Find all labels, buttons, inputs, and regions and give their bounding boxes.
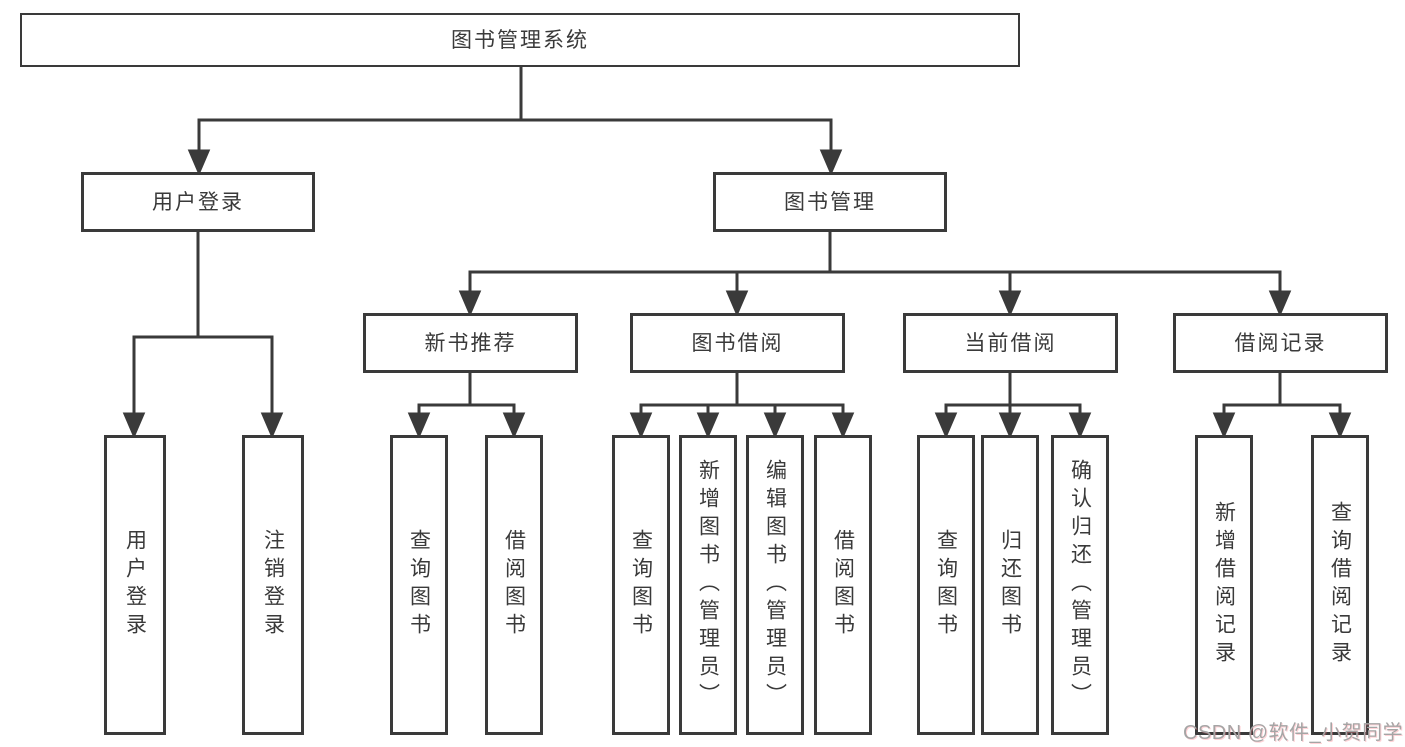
- node-label: 新书推荐: [424, 331, 517, 355]
- leaf-add-borrow-record: 新增借阅记录: [1195, 435, 1253, 735]
- arrowhead: [696, 412, 720, 439]
- leaf-query-borrow-record: 查询借阅记录: [1311, 435, 1369, 735]
- node-label: 当前借阅: [964, 331, 1057, 355]
- connector-new-book-recommend: [407, 373, 526, 439]
- node-label: 借阅记录: [1234, 331, 1327, 355]
- arrowhead: [629, 412, 653, 439]
- arrowhead: [998, 412, 1022, 439]
- node-label: 确认归还（管理员）: [1068, 459, 1092, 711]
- leaf-query-books-3: 查询图书: [917, 435, 975, 735]
- arrowhead: [1328, 412, 1352, 439]
- leaf-query-books-1: 查询图书: [390, 435, 448, 735]
- node-new-book-recommend: 新书推荐: [363, 313, 578, 373]
- node-label: 用户登录: [123, 529, 147, 641]
- arrowhead: [725, 290, 749, 317]
- node-current-borrow: 当前借阅: [903, 313, 1118, 373]
- node-label: 图书管理系统: [451, 28, 589, 52]
- arrowhead: [502, 412, 526, 439]
- leaf-borrow-books-2: 借阅图书: [814, 435, 872, 735]
- leaf-user-login: 用户登录: [104, 435, 166, 735]
- arrowhead: [260, 412, 284, 439]
- leaf-query-books-2: 查询图书: [612, 435, 670, 735]
- arrowhead: [763, 412, 787, 439]
- arrowhead: [831, 412, 855, 439]
- leaf-confirm-return-admin: 确认归还（管理员）: [1051, 435, 1109, 735]
- node-label: 注销登录: [261, 529, 285, 641]
- arrowhead: [458, 290, 482, 317]
- arrowhead: [1068, 412, 1092, 439]
- arrowhead: [934, 412, 958, 439]
- node-label: 借阅图书: [502, 529, 526, 641]
- csdn-watermark: CSDN @软件_小贺同学: [1183, 722, 1404, 744]
- connector-borrow-records: [1212, 373, 1352, 439]
- arrowhead: [998, 290, 1022, 317]
- node-label: 查询图书: [934, 529, 958, 641]
- node-label: 图书借阅: [691, 331, 784, 355]
- node-label: 查询图书: [407, 529, 431, 641]
- connector-book-management: [458, 232, 1292, 317]
- arrowhead: [1212, 412, 1236, 439]
- leaf-logout: 注销登录: [242, 435, 304, 735]
- node-label: 归还图书: [998, 529, 1022, 641]
- connector-current-borrow: [934, 373, 1092, 439]
- leaf-return-books: 归还图书: [981, 435, 1039, 735]
- node-label: 查询借阅记录: [1328, 501, 1352, 669]
- node-label: 新增图书（管理员）: [696, 459, 720, 711]
- node-label: 借阅图书: [831, 529, 855, 641]
- node-user-login: 用户登录: [81, 172, 315, 232]
- node-book-borrow: 图书借阅: [630, 313, 845, 373]
- node-label: 查询图书: [629, 529, 653, 641]
- node-label: 编辑图书（管理员）: [763, 459, 787, 711]
- node-label: 用户登录: [152, 190, 244, 214]
- connector-book-borrow: [629, 373, 855, 439]
- node-book-management: 图书管理: [713, 172, 947, 232]
- arrowhead: [819, 149, 843, 176]
- arrowhead: [187, 149, 211, 176]
- node-label: 图书管理: [784, 190, 876, 214]
- leaf-add-book-admin: 新增图书（管理员）: [679, 435, 737, 735]
- node-label: 新增借阅记录: [1212, 501, 1236, 669]
- node-borrow-records: 借阅记录: [1173, 313, 1388, 373]
- leaf-edit-book-admin: 编辑图书（管理员）: [746, 435, 804, 735]
- arrowhead: [407, 412, 431, 439]
- leaf-borrow-books-1: 借阅图书: [485, 435, 543, 735]
- arrowhead: [122, 412, 146, 439]
- arrowhead: [1268, 290, 1292, 317]
- connector-user-login: [122, 232, 284, 439]
- node-library-management-system: 图书管理系统: [20, 13, 1020, 67]
- connector-root: [187, 67, 843, 176]
